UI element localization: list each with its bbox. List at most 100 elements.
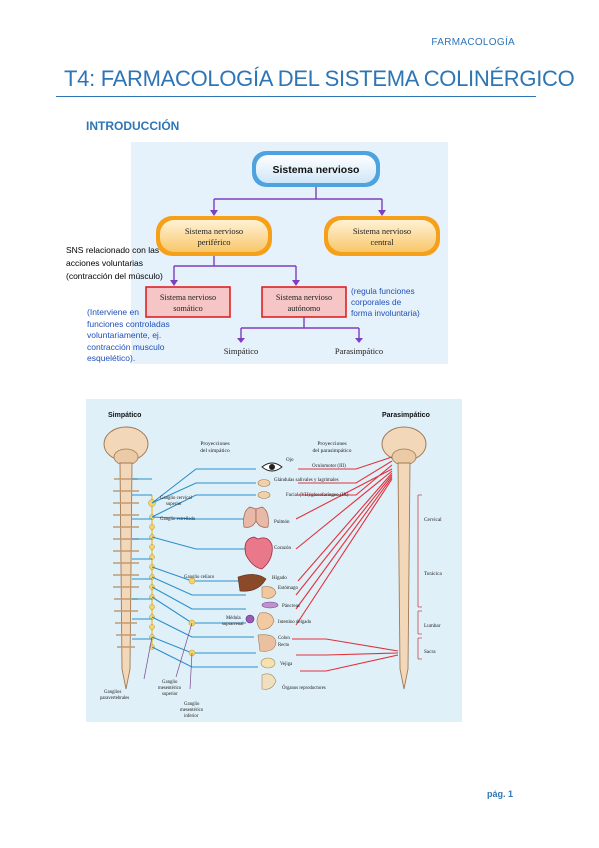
page-title: T4: FARMACOLOGÍA DEL SISTEMA COLINÉRGICO: [64, 66, 575, 91]
right-brain: [381, 426, 427, 466]
bladder-icon: [260, 657, 276, 669]
left-spinal-cord: [119, 462, 133, 690]
somatic-note-line: funciones controladas: [87, 318, 170, 329]
lung-icon: [243, 506, 269, 528]
cranial-oculomotor: Oculomotor (III): [312, 464, 346, 469]
proj-symp-1: Proyecciones: [200, 441, 229, 447]
autonomic-node: [261, 286, 347, 318]
tree-arrowhead: [210, 210, 386, 216]
ganglion-knots: [188, 577, 196, 657]
page-number: pág. 1: [486, 789, 513, 799]
organ-label-lung: Pulmón: [274, 520, 290, 525]
side-note-line: SNS relacionado con las: [66, 245, 160, 255]
spinal-label-lumbar: Lumbar: [424, 623, 441, 629]
ganglion-mes-inf-1: Ganglio: [184, 702, 200, 707]
somatic-note-line: voluntariamente, ej.: [87, 330, 162, 340]
ganglion-mes-sup-2: mesentérico: [158, 686, 182, 691]
sympathetic-label: Simpático: [224, 346, 258, 356]
section-heading: INTRODUCCIÓN: [86, 119, 180, 133]
spinal-label-cervical: Cervical: [424, 517, 442, 523]
peripheral-node-label-2: periférico: [197, 237, 230, 247]
ganglion-mes-sup-1: Ganglio: [162, 680, 178, 685]
organ-label-intestine: Intestino delgado: [278, 620, 312, 625]
ganglion-mes-inf-2: mesentérico: [180, 708, 204, 713]
left-spine-ribs: [113, 478, 139, 648]
somatic-note-line: contracción musculo: [87, 341, 165, 352]
organ-label-stomach: Estómago: [278, 586, 298, 591]
sympathetic-pathways: [132, 468, 258, 668]
parasympathetic-pathways: [292, 456, 399, 672]
peripheral-node: [160, 220, 268, 252]
gland-icon: [257, 479, 271, 499]
nervous-system-diagram: Sistema nervioso Sistema nervioso perifé…: [131, 142, 448, 364]
side-note: SNS relacionado con las acciones volunta…: [66, 244, 186, 283]
ganglion-adrenal-2: suprarrenal: [222, 622, 244, 627]
tree-connector-3: [240, 317, 360, 339]
somatic-node: [145, 286, 231, 318]
somatic-note-line: (Interviene en: [87, 307, 139, 317]
spinal-label-sacral: Sacra: [424, 649, 436, 655]
header-label: FARMACOLOGÍA: [431, 37, 515, 48]
ganglion-celiac: Ganglio celíaco: [184, 575, 215, 580]
ganglion-cervical-1: Ganglio cervical: [160, 496, 192, 501]
somatic-node-label-2: somático: [173, 304, 203, 313]
colon-icon: [257, 634, 277, 652]
organ-label-eye: Ojo: [286, 458, 294, 463]
ganglion-mes-sup-3: superior: [162, 692, 178, 697]
proj-para-1: Proyecciones: [317, 441, 346, 447]
ganglion-paravert-2: paravertebrales: [100, 696, 129, 701]
proj-symp-2: del simpático: [200, 448, 230, 454]
organ-label-pancreas: Páncreas: [282, 604, 300, 609]
organ-label-colon: Colon: [278, 636, 290, 641]
parasympathetic-label: Parasimpático: [335, 346, 383, 356]
stomach-icon: [261, 586, 277, 599]
organ-label-heart: Corazón: [274, 546, 291, 551]
sympathetic-title: Simpático: [108, 412, 141, 419]
cranial-facial: Facial (VII)/glosofaríngeo (IX): [286, 493, 349, 498]
liver-icon: [237, 574, 267, 592]
autonomic-innervation-diagram: Simpático Parasimpático Proyecciones del…: [86, 399, 462, 722]
proj-para-2: del parasimpático: [313, 448, 352, 454]
spinal-label-thoracic: Torácica: [424, 571, 442, 577]
organ-label-glands: Glándulas salivales y lagrimales: [274, 478, 339, 483]
adrenal-icon: [245, 614, 255, 624]
central-node: [328, 220, 436, 252]
root-node: [256, 155, 376, 183]
ganglion-adrenal-1: Médula: [226, 616, 242, 621]
ganglion-paravert-1: Ganglios: [104, 690, 121, 695]
title-rule: [56, 96, 536, 97]
ganglia-leaders: [143, 622, 193, 690]
side-note-line: (contracción del músculo): [66, 271, 163, 281]
autonomic-note-2: corporales de: [351, 297, 402, 307]
pancreas-icon: [261, 601, 279, 609]
ganglion-cervical-2: superior: [166, 502, 182, 507]
organ-label-rectum: Recto: [278, 643, 290, 648]
organ-label-liver: Hígado: [272, 576, 287, 581]
right-spinal-cord: [397, 462, 411, 690]
somatic-note-line: esquelético).: [87, 353, 136, 363]
autonomic-node-label-1: Sistema nervioso: [276, 293, 332, 302]
somatic-note: (Interviene en funciones controladas vol…: [87, 307, 170, 365]
tree-connector-1: [213, 187, 383, 212]
tree-connector-2: [173, 256, 297, 282]
left-brain: [103, 426, 149, 466]
organ-label-bladder: Vejiga: [280, 662, 293, 667]
peripheral-node-label-1: Sistema nervioso: [185, 226, 243, 236]
central-node-label-2: central: [370, 237, 394, 247]
parasympathetic-title: Parasimpático: [382, 412, 430, 419]
organ-label-reproductive-1: Órganos reproductores: [282, 685, 326, 691]
intestine-icon: [256, 612, 275, 630]
central-node-label-1: Sistema nervioso: [353, 226, 411, 236]
tree-arrowhead: [170, 280, 300, 286]
heart-icon: [244, 536, 273, 570]
tree-arrowhead: [237, 338, 363, 343]
autonomic-note-3: forma involuntaria): [351, 308, 420, 318]
right-spine-bracket: [417, 494, 422, 660]
autonomic-note-1: (regula funciones: [351, 286, 415, 296]
root-node-label: Sistema nervioso: [273, 164, 360, 176]
side-note-line: acciones voluntarias: [66, 258, 144, 268]
ganglion-mes-inf-3: inferior: [184, 714, 199, 719]
reproductive-icon: [261, 673, 277, 690]
eye-icon: [261, 462, 283, 472]
autonomic-node-label-2: autónomo: [288, 304, 321, 313]
